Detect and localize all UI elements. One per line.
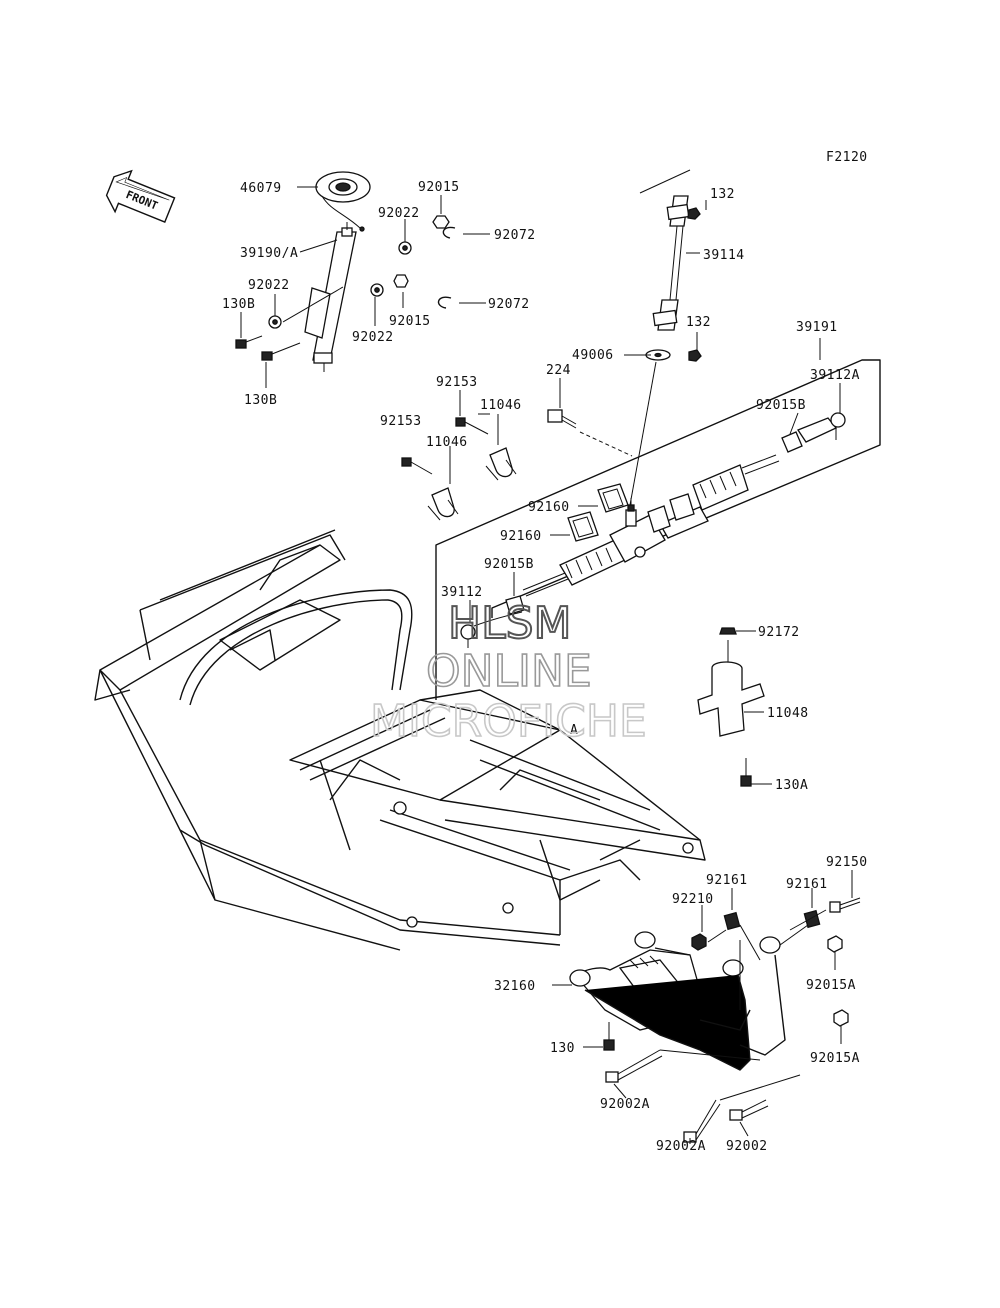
- bolt-130B-bot: [261, 342, 301, 361]
- bolt-92153-b: [401, 457, 433, 475]
- label-92160-b: 92160: [500, 529, 542, 544]
- label-92015A-a: 92015A: [806, 978, 856, 993]
- clamp-92160-b: [567, 511, 599, 542]
- nut-92015B-right: [781, 431, 803, 453]
- label-92022-top: 92022: [378, 206, 420, 221]
- label-92210: 92210: [672, 892, 714, 907]
- label-92150: 92150: [826, 855, 868, 870]
- label-130A: 130A: [775, 778, 808, 793]
- label-92015B-right: 92015B: [756, 398, 806, 413]
- bolt-132-top: [687, 207, 701, 220]
- label-92002A-b: 92002A: [656, 1139, 706, 1154]
- label-130: 130: [550, 1041, 575, 1056]
- label-92002A-a: 92002A: [600, 1097, 650, 1112]
- label-11046-b: 11046: [426, 435, 468, 450]
- bushing-92161-a: [723, 911, 741, 931]
- label-46079: 46079: [240, 181, 282, 196]
- vehicle-frame: [94, 529, 706, 951]
- steering-shaft-39114: [652, 195, 690, 331]
- label-92161-a: 92161: [706, 873, 748, 888]
- label-92015A-b: 92015A: [810, 1051, 860, 1066]
- steering-cap-46079: [315, 171, 371, 232]
- bolt-92002: [729, 1099, 769, 1121]
- nut-92015A-b: [833, 1009, 849, 1027]
- nut-92015A-a: [827, 935, 843, 953]
- rack-and-pinion-39191: [522, 454, 780, 597]
- label-92002: 92002: [726, 1139, 768, 1154]
- bracket-11046-b: [427, 487, 459, 521]
- bolt-224: [547, 409, 577, 429]
- label-224: 224: [546, 363, 571, 378]
- bolt-92002A-b: [683, 1099, 721, 1143]
- clamp-pad-mid: [647, 493, 695, 533]
- label-92160-a: 92160: [528, 500, 570, 515]
- circlip-92072-b: [437, 296, 452, 309]
- nut-92210: [691, 933, 707, 951]
- circlip-92072-a: [442, 226, 456, 239]
- nut-92015B-left: [505, 595, 525, 615]
- label-11046-a: 11046: [480, 398, 522, 413]
- bolt-130: [603, 1022, 615, 1051]
- bolt-92172: [719, 627, 737, 635]
- figure-code: F2120: [826, 150, 868, 165]
- label-11048: 11048: [767, 706, 809, 721]
- frame-marker: A: [570, 723, 578, 738]
- label-39112: 39112: [441, 585, 483, 600]
- bolt-92002A-a: [605, 1049, 663, 1083]
- label-39112A: 39112A: [810, 368, 860, 383]
- bolt-130B-top: [235, 335, 263, 349]
- bracket-11048: [697, 661, 765, 737]
- label-92172: 92172: [758, 625, 800, 640]
- nut-92015-mid: [393, 274, 409, 288]
- label-92072-a: 92072: [494, 228, 536, 243]
- nut-92015-top: [432, 215, 450, 229]
- label-92015-mid: 92015: [389, 314, 431, 329]
- label-92153-b: 92153: [380, 414, 422, 429]
- clamp-92160-a: [597, 483, 629, 513]
- steering-gear-assembly-box-39191: [435, 359, 881, 700]
- label-92161-b: 92161: [786, 877, 828, 892]
- label-39191: 39191: [796, 320, 838, 335]
- label-92015B-left: 92015B: [484, 557, 534, 572]
- steering-column-39190A: [304, 222, 357, 372]
- label-32160: 32160: [494, 979, 536, 994]
- bracket-11046-a: [485, 447, 517, 481]
- label-130B-bot: 130B: [244, 393, 277, 408]
- label-92072-b: 92072: [488, 297, 530, 312]
- watermark-line-2: ONLINE: [426, 646, 592, 697]
- label-132-bot: 132: [686, 315, 711, 330]
- label-92015-top: 92015: [418, 180, 460, 195]
- bushing-92161-b: [803, 909, 821, 929]
- label-49006: 49006: [572, 348, 614, 363]
- bolt-130A: [740, 758, 752, 787]
- tie-rod-end-39112A: [797, 412, 846, 443]
- label-39114: 39114: [703, 248, 745, 263]
- label-92022-left: 92022: [248, 278, 290, 293]
- label-132-top: 132: [710, 187, 735, 202]
- bolt-92153-a: [455, 417, 489, 435]
- label-92153-a: 92153: [436, 375, 478, 390]
- watermark-line-1: HLSM: [448, 598, 572, 649]
- tie-rod-end-39112: [460, 611, 523, 648]
- suspension-arm-32160: [569, 931, 786, 1071]
- bolt-132-bot: [688, 349, 702, 362]
- bolt-92150: [829, 897, 861, 913]
- label-39190A: 39190/A: [240, 246, 298, 261]
- label-130B-top: 130B: [222, 297, 255, 312]
- front-arrow-icon: FRONT: [105, 169, 176, 223]
- label-92022-bot: 92022: [352, 330, 394, 345]
- watermark-line-3: MICROFICHE: [370, 696, 647, 747]
